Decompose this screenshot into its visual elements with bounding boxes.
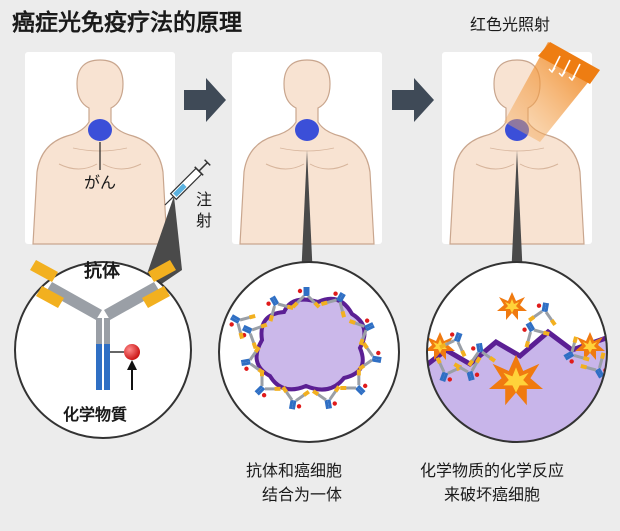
tumor-icon <box>88 119 112 141</box>
caption-binding-line2: 结合为一体 <box>262 485 342 504</box>
caption-destroy-line2: 来破坏癌细胞 <box>444 485 540 504</box>
antibody-detail-circle <box>14 260 192 439</box>
destruction-detail-circle <box>426 261 608 443</box>
chemical-label: 化学物質 <box>63 405 127 424</box>
torso-panel-before <box>24 51 176 245</box>
tumor-icon <box>295 119 319 141</box>
diagram-title: 癌症光免疫疗法的原理 <box>12 9 242 36</box>
light-beam-icon <box>504 42 600 142</box>
syringe-icon <box>164 159 211 206</box>
binding-detail-circle <box>218 261 400 443</box>
antibody-label: 抗体 <box>84 260 121 282</box>
arrow-right-icon <box>184 78 226 122</box>
caption-binding-line1: 抗体和癌细胞 <box>246 461 342 480</box>
tumor-label: がん <box>84 173 116 192</box>
red-light-label: 红色光照射 <box>470 15 550 34</box>
chemical-icon <box>124 344 140 360</box>
torso-panel-antibody <box>231 51 383 245</box>
cancer-cell <box>254 297 367 392</box>
caption-destroy-line1: 化学物质的化学反应 <box>420 461 564 480</box>
injection-label-2: 射 <box>196 211 212 230</box>
arrow-right-icon <box>392 78 434 122</box>
antibody-icon <box>30 260 176 390</box>
injection-label-1: 注 <box>196 190 212 209</box>
